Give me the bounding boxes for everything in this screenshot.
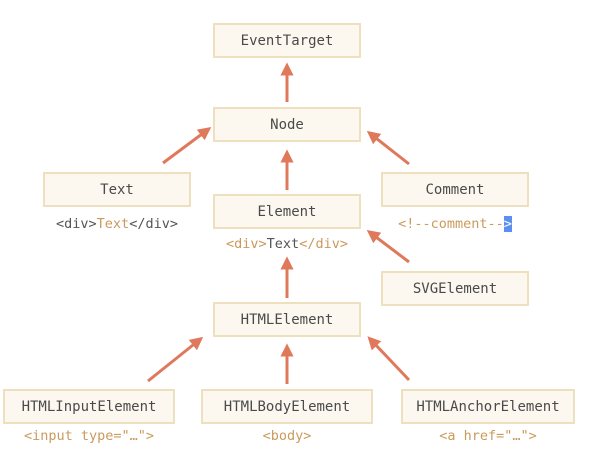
example-text-close-tag: </div> — [129, 216, 178, 232]
example-text-content: Text — [96, 216, 130, 232]
node-svg-element: SVGElement — [381, 271, 529, 306]
arrow-htmlinputelement-to-htmlelement — [147, 336, 204, 383]
node-html-anchor-element: HTMLAnchorElement — [401, 389, 575, 424]
node-element: Element — [213, 194, 361, 229]
node-event-target: EventTarget — [213, 23, 361, 58]
node-node: Node — [213, 107, 361, 142]
node-text: Text — [43, 172, 191, 207]
arrow-comment-to-node — [366, 130, 410, 166]
example-element-open-tag: <div> — [226, 236, 267, 252]
arrow-text-to-node — [162, 127, 212, 165]
example-comment-selected: > — [503, 216, 512, 232]
example-text-open-tag: <div> — [56, 216, 97, 232]
example-input: <input type="…"> — [23, 428, 155, 444]
example-element-close-tag: </div> — [299, 236, 348, 252]
arrow-htmlanchorelement-to-htmlelement — [367, 336, 411, 382]
node-html-element: HTMLElement — [213, 302, 361, 337]
example-text: <div>Text</div> — [27, 216, 207, 232]
arrow-svgelement-to-element — [366, 230, 410, 264]
example-comment: <!--comment--> — [372, 216, 538, 232]
example-element: <div>Text</div> — [197, 236, 377, 252]
node-comment: Comment — [381, 172, 529, 207]
node-html-body-element: HTMLBodyElement — [201, 389, 373, 424]
node-html-input-element: HTMLInputElement — [3, 389, 175, 424]
example-anchor: <a href="…"> — [439, 428, 537, 444]
example-element-content: Text — [266, 236, 300, 252]
example-comment-main: <!--comment-- — [398, 216, 504, 232]
example-body: <body> — [262, 428, 312, 444]
